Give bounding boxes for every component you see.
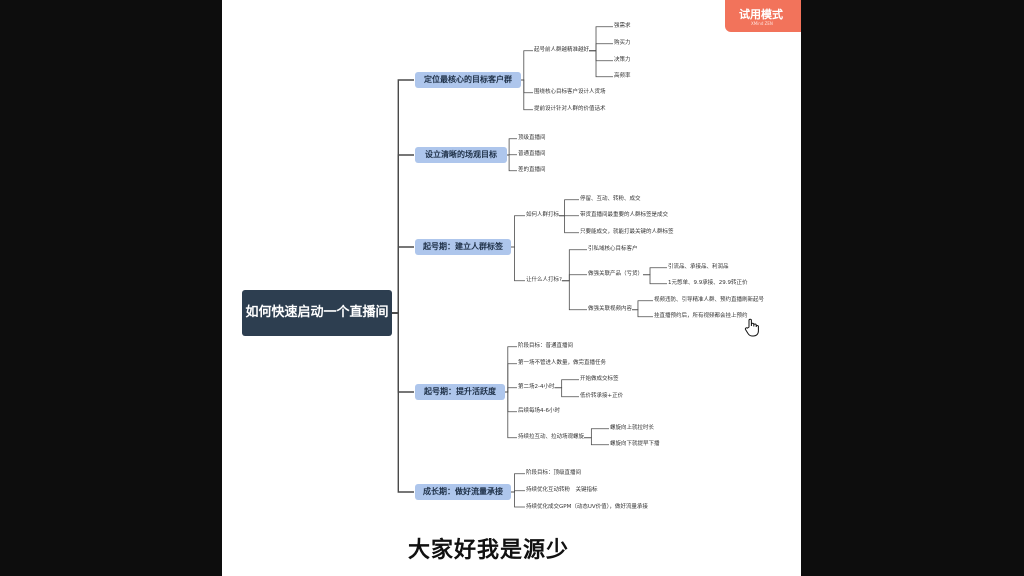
connector-line <box>554 387 579 398</box>
topic-node[interactable]: 普通直播间 <box>518 151 546 157</box>
topic-node[interactable]: 起号前人群越精准越好 <box>534 47 590 53</box>
leaf-node[interactable]: 决策力 <box>614 57 631 63</box>
hand-pointer-icon <box>744 318 760 342</box>
leaf-node[interactable]: 高频率 <box>614 73 631 79</box>
branch-launch-activity[interactable]: 起号期：提升活跃度 <box>415 384 505 400</box>
connector-line <box>392 312 414 493</box>
topic-node[interactable]: 第二场2-4小时 <box>518 384 555 390</box>
leaf-node[interactable]: 强需求 <box>614 23 631 29</box>
topic-node[interactable]: 做强关联视频内容 <box>588 306 633 312</box>
leaf-node[interactable]: 引流品、承接品、利润品 <box>668 264 729 270</box>
leaf-node[interactable]: 只要能成交，就能打最关键的人群标签 <box>580 229 674 235</box>
connector-line <box>392 312 414 393</box>
connector-line <box>559 199 579 217</box>
trial-mode-badge: 试用模式 XMind ZEN <box>725 0 801 32</box>
branch-launch-tags[interactable]: 起号期：建立人群标签 <box>415 239 511 255</box>
connector-line <box>643 267 667 276</box>
connector-line <box>392 154 414 314</box>
trial-mode-label: 试用模式 <box>739 8 783 21</box>
topic-node[interactable]: 差的直播间 <box>518 167 546 173</box>
leaf-node[interactable]: 购买力 <box>614 40 631 46</box>
connector-line <box>511 473 525 493</box>
leaf-node[interactable]: 挂直播预约后，所有视频都会挂上预约 <box>654 313 748 319</box>
connector-line <box>559 215 579 234</box>
connector-line <box>643 274 667 285</box>
topic-node[interactable]: 顶级直播间 <box>518 135 546 141</box>
topic-node[interactable]: 持续优化成交GPM（动态UV价值），做好流量承接 <box>526 504 648 510</box>
topic-node[interactable]: 如何人群打标 <box>526 212 560 218</box>
connector-line <box>589 50 613 62</box>
connector-line <box>505 391 517 413</box>
topic-node[interactable]: 围绕核心目标客户设计人货场 <box>534 89 606 95</box>
connector-line <box>507 154 517 172</box>
connector-line <box>589 43 613 52</box>
video-subtitle: 大家好我是源少 <box>408 538 570 563</box>
branch-view-goals[interactable]: 设立清晰的场观目标 <box>415 147 507 163</box>
topic-node[interactable]: 引私域核心目标客户 <box>588 246 638 252</box>
topic-node[interactable]: 阶段目标：顶级直播间 <box>526 470 582 476</box>
connector-line <box>561 249 587 282</box>
leaf-node[interactable]: 螺旋向下就提早下播 <box>610 441 660 447</box>
connector-line <box>511 215 525 248</box>
topic-node[interactable]: 第一场不管进人数量，做完直播任务 <box>518 360 607 366</box>
connector-line <box>521 50 533 81</box>
connector-line <box>561 280 587 311</box>
connector-line <box>584 437 609 446</box>
branch-target-customers[interactable]: 定位最核心的目标客户群 <box>415 72 521 88</box>
leaf-node[interactable]: 1元憋单、9.9承接、29.9转正价 <box>668 280 748 286</box>
trial-mode-sublabel: XMind ZEN <box>751 21 773 26</box>
topic-node[interactable]: 做强关联产品（亏货） <box>588 271 644 277</box>
connector-line <box>521 79 533 94</box>
topic-node[interactable]: 阶段目标：普通直播间 <box>518 343 574 349</box>
connector-line <box>505 346 517 393</box>
leaf-node[interactable]: 视频违防、引导精准人群、预约直播刷新起号 <box>654 297 765 303</box>
connector-line <box>505 387 517 393</box>
connector-line <box>511 246 525 282</box>
leaf-node[interactable]: 带货直播间最重要的人群标签是成交 <box>580 212 669 218</box>
connector-line <box>507 138 517 156</box>
leaf-node[interactable]: 停留、互动、转粉、成交 <box>580 196 641 202</box>
connector-line <box>561 274 587 282</box>
leaf-node[interactable]: 低价转承接+正价 <box>580 393 624 399</box>
connector-line <box>392 246 414 314</box>
topic-node[interactable]: 持续拉互动、拉动场观螺旋 <box>518 434 585 440</box>
connector-line <box>511 491 525 508</box>
connector-line <box>589 50 613 78</box>
root-node[interactable]: 如何快速启动一个直播间 <box>242 290 392 336</box>
topic-node[interactable]: 提前设计针对人群的价值话术 <box>534 106 606 112</box>
connector-line <box>632 309 653 318</box>
connector-line <box>584 428 609 439</box>
connector-line <box>589 26 613 52</box>
leaf-node[interactable]: 螺旋向上就拉时长 <box>610 425 655 431</box>
connector-lines <box>392 26 667 508</box>
leaf-node[interactable]: 开始做成交标签 <box>580 376 619 382</box>
mindmap-canvas: 如何快速启动一个直播间 定位最核心的目标客户群 设立清晰的场观目标 起号期：建立… <box>222 0 801 576</box>
branch-growth-traffic[interactable]: 成长期：做好流量承接 <box>415 484 511 500</box>
topic-node[interactable]: 后续每场4-6小时 <box>518 408 560 414</box>
connector-line <box>632 300 653 311</box>
topic-node[interactable]: 让什么人打标? <box>526 277 562 283</box>
topic-node[interactable]: 持续优化互动转粉 关键指标 <box>526 487 598 493</box>
connector-line <box>521 79 533 111</box>
connector-line <box>554 379 579 389</box>
connector-line <box>392 79 414 314</box>
connector-line <box>505 391 517 439</box>
